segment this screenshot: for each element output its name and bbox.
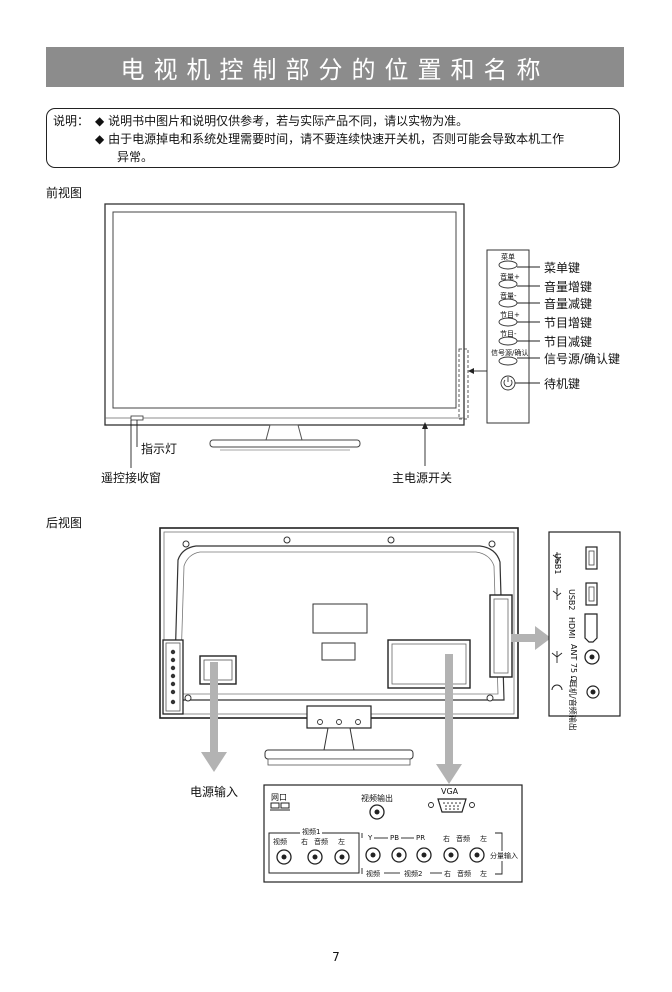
label-ch-up-key: 节目增键	[544, 316, 593, 330]
page-title: 电视机控制部分的位置和名称	[46, 47, 624, 87]
tv-front-stand	[265, 424, 303, 441]
label-comp-right: 右	[443, 835, 450, 843]
label-remote-window: 遥控接收窗	[101, 471, 162, 485]
label-comp-audio: 音频	[456, 835, 470, 843]
label-menu-key: 菜单键	[544, 261, 581, 275]
front-view-heading: 前视图	[46, 186, 83, 200]
label-video1-right: 右	[301, 838, 308, 846]
label-component-input: 分量输入	[490, 851, 518, 861]
label-vol-up-key: 音量增键	[544, 280, 593, 294]
tv-front-screen	[112, 211, 457, 409]
label-y: Y	[368, 834, 373, 842]
label-video2-left: 左	[480, 870, 487, 878]
label-video1-audio: 音频	[314, 838, 328, 846]
label-main-power: 主电源开关	[392, 471, 453, 485]
panel-label-ch-up: 节目+	[500, 311, 520, 319]
page-number: 7	[332, 950, 340, 964]
rear-side-ports-area	[489, 594, 513, 678]
label-video2-video: 视频	[366, 870, 380, 878]
panel-label-vol-up: 音量+	[500, 273, 520, 281]
label-indicator: 指示灯	[141, 442, 178, 456]
side-button-area	[458, 348, 469, 420]
network-icon	[270, 802, 290, 811]
label-video1-video: 视频	[273, 838, 287, 846]
note-item-2-cont: 异常。	[117, 150, 154, 164]
label-vol-down-key: 音量减键	[544, 297, 593, 311]
label-network: 网口	[271, 793, 287, 802]
remote-window-mark	[130, 415, 144, 421]
label-power-input: 电源输入	[190, 785, 239, 799]
rear-view-heading: 后视图	[46, 516, 83, 530]
panel-label-ch-down: 节目-	[500, 330, 517, 338]
label-ch-down-key: 节目减键	[544, 335, 593, 349]
note-label: 说明：	[53, 114, 90, 128]
label-headphone: 耳机/音频输出	[568, 680, 577, 731]
label-video2: 视频2	[404, 870, 423, 878]
label-source-key: 信号源/确认键	[544, 352, 621, 366]
label-usb2: USB2	[567, 589, 576, 611]
label-ant: ANT 75 Ω	[569, 644, 578, 682]
side-control-panel	[486, 249, 530, 424]
panel-label-vol-down: 音量-	[500, 292, 517, 300]
label-usb1: USB1	[553, 553, 562, 575]
note-item-1: ◆ 说明书中图片和说明仅供参考，若与实际产品不同，请以实物为准。	[95, 114, 469, 128]
label-pb: PB	[390, 834, 400, 842]
label-standby-key: 待机键	[544, 377, 581, 391]
label-video2-right: 右	[444, 870, 451, 878]
label-hdmi: HDMI	[567, 617, 576, 639]
label-comp-left: 左	[480, 835, 487, 843]
label-video1-left: 左	[338, 838, 345, 846]
label-video2-audio: 音频	[457, 870, 471, 878]
note-item-2: ◆ 由于电源掉电和系统处理需要时间，请不要连续快速开关机，否则可能会导致本机工作	[95, 132, 565, 146]
panel-label-source: 信号源/确认	[491, 349, 529, 357]
panel-label-menu: 菜单	[501, 253, 515, 261]
label-pr: PR	[416, 834, 426, 842]
label-vga: VGA	[441, 787, 459, 796]
rear-bottom-ports-area	[387, 639, 471, 689]
side-panel-buttons	[498, 260, 518, 391]
note-box: 说明： ◆ 说明书中图片和说明仅供参考，若与实际产品不同，请以实物为准。 ◆ 由…	[46, 108, 620, 168]
label-video1: 视频1	[300, 827, 323, 837]
label-video-out: 视频输出	[361, 794, 393, 803]
